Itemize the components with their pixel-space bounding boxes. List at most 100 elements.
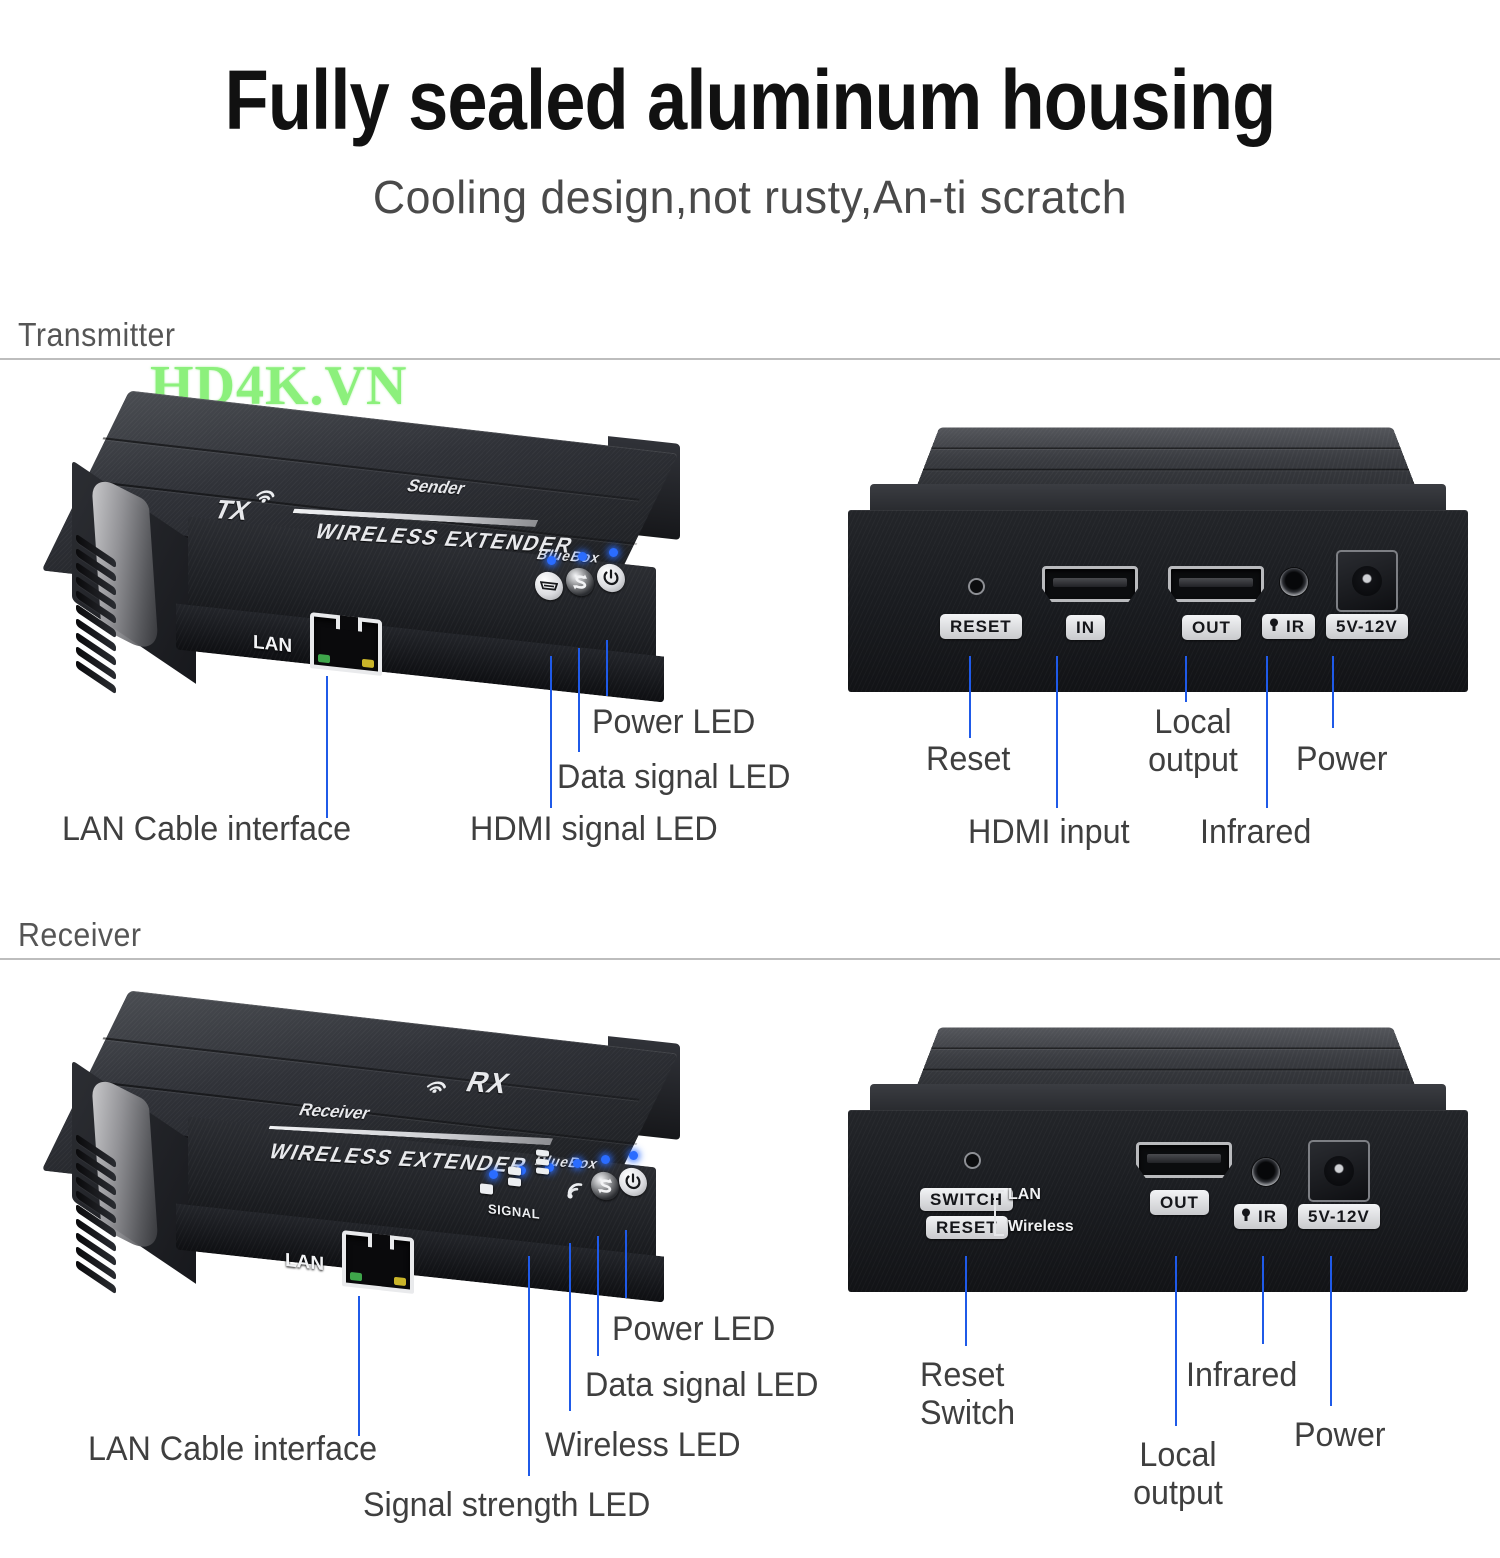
lan-link-led-green (350, 1271, 362, 1282)
receiver-device-rear-view: SWITCH RESET LAN Wireless OUT IR 5V-12V (848, 1018, 1468, 1308)
callout-infrared: Infrared (1200, 813, 1312, 851)
callout-power-led: Power LED (592, 703, 756, 741)
section-label-transmitter: Transmitter (18, 316, 176, 353)
callout-line-local-output (1175, 1256, 1177, 1426)
callout-line-signal-strength (528, 1256, 530, 1476)
callout-power: Power (1296, 740, 1388, 778)
callout-line-power (1332, 656, 1334, 728)
lan-port-notch (368, 1232, 394, 1250)
callout-data-signal-led: Data signal LED (557, 758, 791, 796)
callout-reset-switch-line2: Switch (920, 1394, 1016, 1433)
callout-line-local-output (1185, 656, 1187, 702)
transmitter-device-rear-view: RESET IN OUT IR 5V-12V (848, 418, 1468, 708)
hdmi-out-label: OUT (1150, 1190, 1209, 1215)
callout-line-power (1330, 1256, 1332, 1406)
power-icon (597, 562, 625, 594)
data-signal-icon (591, 1170, 619, 1202)
reset-pinhole[interactable] (964, 1152, 981, 1169)
mode-bracket-icon (994, 1190, 1004, 1236)
callout-reset-switch: Reset Switch (920, 1356, 1015, 1432)
lan-port-label: LAN (253, 631, 293, 658)
callout-line-infrared (1266, 656, 1268, 808)
mode-lan-label: LAN (1008, 1186, 1041, 1203)
page-subtitle: Cooling design,not rusty,An-ti scratch (372, 171, 1128, 223)
hdmi-out-label: OUT (1182, 615, 1241, 640)
section-divider-transmitter (0, 358, 1500, 360)
lan-link-led-green (318, 653, 330, 664)
power-input-label: 5V-12V (1326, 614, 1408, 639)
section-label-receiver: Receiver (18, 916, 142, 953)
data-signal-icon (566, 566, 594, 598)
callout-hdmi-input: HDMI input (968, 813, 1130, 851)
callout-local-output: Local output (1131, 703, 1255, 779)
signal-bar-2-icon (508, 1166, 521, 1187)
receiver-device-top-view: RX Receiver WIRELESS EXTENDER BlueBox LA… (41, 990, 748, 1336)
dc-power-jack[interactable] (1308, 1140, 1370, 1202)
callout-line-infrared (1262, 1256, 1264, 1344)
wireless-led-dot (573, 1159, 582, 1168)
lan-port-label: LAN (285, 1249, 325, 1276)
hdmi-signal-led (547, 556, 556, 565)
power-led-dot (629, 1151, 638, 1160)
reset-pinhole[interactable] (968, 578, 985, 595)
switch-label: SWITCH (920, 1188, 1014, 1211)
callout-line-lan (326, 676, 328, 818)
hdmi-in-port[interactable] (1042, 566, 1138, 602)
callout-hdmi-signal-led: HDMI signal LED (470, 810, 718, 848)
lan-port-notch (336, 614, 362, 632)
lan-activity-led-yellow (362, 658, 374, 669)
callout-signal-strength-led: Signal strength LED (363, 1486, 651, 1524)
signal-bar-1-icon (480, 1183, 493, 1195)
power-led (609, 548, 618, 557)
wireless-icon (561, 1174, 589, 1205)
lan-activity-led-yellow (394, 1276, 406, 1287)
hdmi-out-port[interactable] (1136, 1142, 1232, 1178)
data-signal-led (578, 552, 587, 561)
reset-label: RESET (926, 1216, 1008, 1239)
callout-reset-switch-line1: Reset (920, 1356, 1005, 1394)
page-title: Fully sealed aluminum housing (224, 53, 1277, 147)
callout-local-output-line2: output (1148, 741, 1238, 780)
callout-power: Power (1294, 1416, 1386, 1454)
callout-lan-cable-interface: LAN Cable interface (62, 810, 352, 848)
callout-reset: Reset (926, 740, 1011, 778)
reset-label: RESET (940, 614, 1022, 639)
hdmi-out-port[interactable] (1168, 566, 1264, 602)
lan-port[interactable] (342, 1230, 414, 1294)
callout-local-output-line1: Local (1154, 703, 1232, 741)
callout-line-hdmi-input (1056, 656, 1058, 808)
lan-port[interactable] (310, 612, 382, 676)
ir-label: IR (1234, 1204, 1287, 1229)
data-signal-led-dot (601, 1155, 610, 1164)
callout-line-wireless-led (569, 1243, 571, 1411)
callout-line-reset-switch (965, 1256, 967, 1346)
ir-jack[interactable] (1280, 568, 1308, 596)
section-divider-receiver (0, 958, 1500, 960)
power-input-label: 5V-12V (1298, 1204, 1380, 1229)
signal-bar-3-icon (536, 1149, 549, 1175)
callout-lan-cable-interface: LAN Cable interface (88, 1430, 378, 1468)
ir-label: IR (1262, 614, 1315, 639)
callout-data-signal-led: Data signal LED (585, 1366, 819, 1404)
callout-line-data-led (578, 648, 580, 752)
dc-power-jack[interactable] (1336, 550, 1398, 612)
callout-infrared: Infrared (1186, 1356, 1298, 1394)
ir-jack[interactable] (1252, 1158, 1280, 1186)
callout-line-lan (358, 1296, 360, 1436)
callout-power-led: Power LED (612, 1310, 776, 1348)
ir-plug-icon (1266, 617, 1282, 638)
callout-line-reset (969, 656, 971, 738)
hdmi-signal-icon (535, 570, 563, 602)
callout-local-output: Local output (1112, 1436, 1245, 1512)
ir-plug-icon (1238, 1207, 1254, 1228)
header: Fully sealed aluminum housing Cooling de… (0, 58, 1500, 224)
callout-local-output-line1: Local (1139, 1436, 1217, 1474)
signal-led-dot-2 (517, 1166, 526, 1175)
signal-led-dot-1 (489, 1170, 498, 1179)
power-icon (619, 1166, 647, 1198)
callout-line-power-led (606, 640, 608, 696)
callout-line-data-led (597, 1236, 599, 1356)
callout-wireless-led: Wireless LED (545, 1426, 741, 1464)
transmitter-device-top-view: TX Sender WIRELESS EXTENDER BlueBox LAN (41, 390, 748, 736)
callout-local-output-line2: output (1133, 1474, 1223, 1513)
